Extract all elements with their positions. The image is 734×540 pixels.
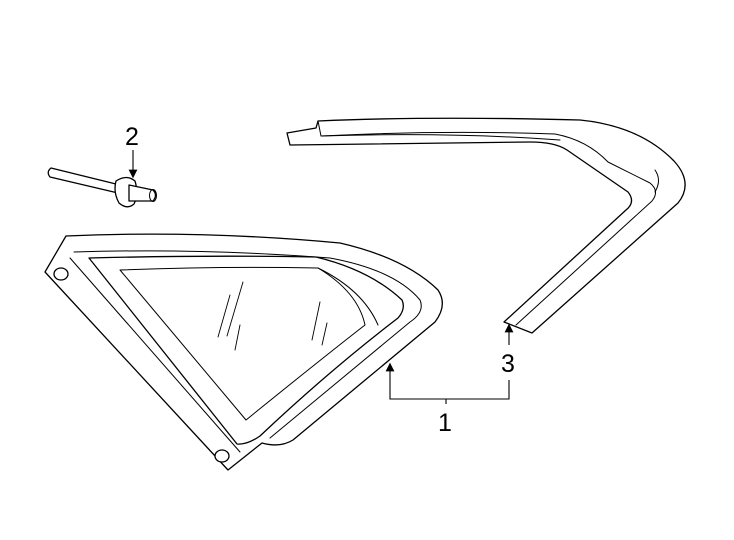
quarter-window-glass-icon (44, 233, 443, 471)
window-molding-trim-icon (286, 117, 686, 334)
leader-1 (385, 362, 446, 400)
callout-3: 3 (501, 350, 515, 378)
callout-1: 1 (438, 409, 452, 437)
callout-2: 2 (125, 123, 139, 151)
leader-1-right (446, 380, 510, 400)
rivet-fastener-icon (47, 167, 157, 208)
